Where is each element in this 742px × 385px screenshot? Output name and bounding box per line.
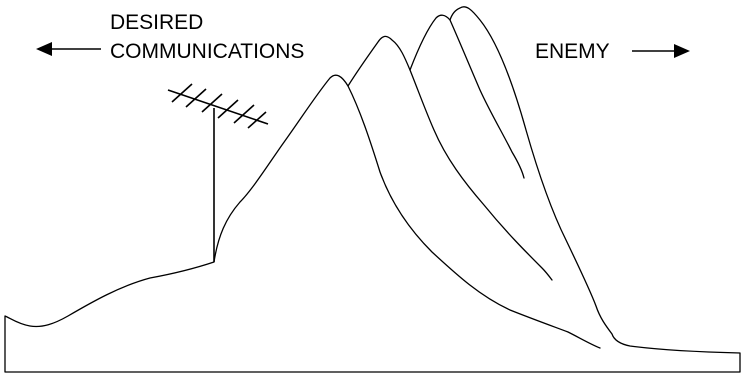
antenna-element: [185, 88, 207, 108]
antenna-element: [217, 99, 239, 119]
terrain: [4, 6, 741, 373]
antenna-element: [233, 104, 255, 124]
antenna-icon: [167, 83, 269, 262]
desired-label-line1: DESIRED: [110, 11, 203, 34]
ridge-line-1: [347, 85, 601, 349]
antenna-element: [201, 93, 223, 113]
antenna-element: [247, 111, 267, 129]
ridge-line-2: [409, 69, 553, 281]
antenna-boom: [167, 89, 269, 125]
terrain-outline: [4, 6, 741, 373]
left-arrow-icon: [36, 42, 101, 56]
antenna-element: [171, 83, 193, 103]
right-arrow-icon: [632, 44, 690, 58]
desired-label-line2: COMMUNICATIONS: [110, 40, 304, 63]
ridge-line-3: [449, 19, 525, 179]
enemy-label: ENEMY: [535, 40, 610, 63]
